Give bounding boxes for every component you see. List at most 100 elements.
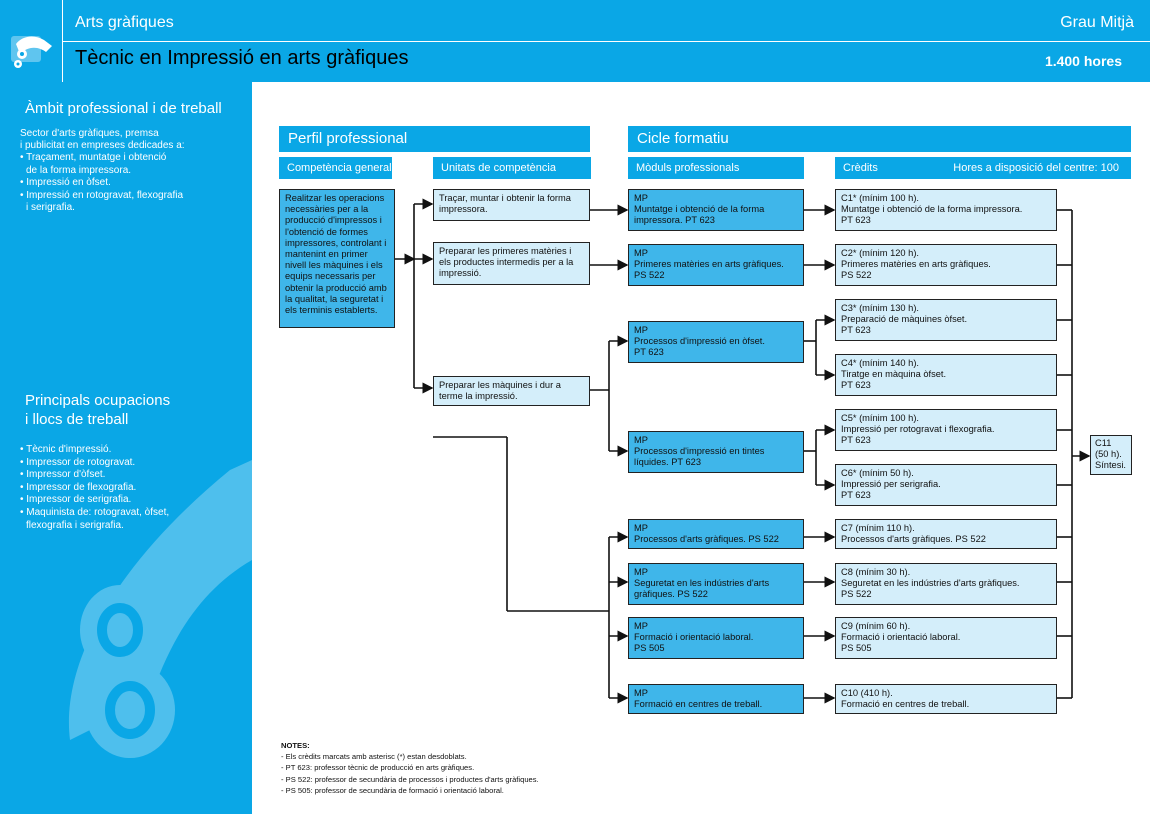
cicle-title: Cicle formatiu	[628, 126, 1131, 152]
list-item: • Impressió en rotogravat, flexografia	[20, 189, 184, 201]
modul-box: MP Processos d'impressió en tintes líqui…	[628, 431, 804, 473]
credit-line: Formació en centres de treball.	[841, 699, 970, 710]
credit-line: Formació i orientació laboral.	[841, 632, 961, 643]
modul-line: Formació en centres de treball.	[634, 699, 763, 710]
credit-box: C3* (mínim 130 h). Preparació de màquine…	[835, 299, 1057, 341]
sintesi-line: (50 h).	[1095, 449, 1122, 460]
modul-line: Processos d'arts gràfiques. PS 522	[634, 534, 779, 545]
credit-code: C8 (mínim 30 h).	[841, 567, 911, 577]
modul-box: MP Formació i orientació laboral. PS 505	[628, 617, 804, 659]
credit-code: C7 (mínim 110 h).	[841, 523, 915, 533]
hores-centre: Hores a disposició del centre: 100	[953, 162, 1119, 174]
paper-roll-illustration	[68, 460, 252, 758]
modul-box: MP Formació en centres de treball.	[628, 684, 804, 714]
moduls-header: Mòduls professionals	[628, 157, 804, 179]
list-item: flexografia i serigrafia.	[26, 519, 124, 531]
modul-line: Primeres matèries en arts gràfiques.	[634, 259, 784, 270]
unitat-box: Preparar les primeres matèries i els pro…	[433, 242, 590, 285]
credit-box: C9 (mínim 60 h). Formació i orientació l…	[835, 617, 1057, 659]
credit-line: PT 623	[841, 380, 871, 391]
list-item: de la forma impressora.	[26, 164, 132, 176]
sintesi-line: C11	[1095, 438, 1112, 448]
note-line: - PT 623: professor tècnic de producció …	[281, 763, 475, 773]
modul-box: MP Processos d'impressió en òfset. PT 62…	[628, 321, 804, 363]
credit-line: PS 522	[841, 270, 872, 281]
credit-code: C3* (mínim 130 h).	[841, 303, 920, 313]
modul-line: impressora. PT 623	[634, 215, 715, 226]
modul-code: MP	[634, 435, 648, 445]
modul-line: gràfiques. PS 522	[634, 589, 708, 600]
modul-code: MP	[634, 248, 648, 258]
credit-line: Impressió per rotogravat i flexografia.	[841, 424, 995, 435]
unitat-box: Traçar, muntar i obtenir la forma impres…	[433, 189, 590, 221]
sintesi-line: Síntesi.	[1095, 460, 1127, 471]
modul-line: PS 505	[634, 643, 665, 654]
modul-code: MP	[634, 325, 648, 335]
sintesi-box: C11 (50 h). Síntesi.	[1090, 435, 1132, 475]
credit-box: C7 (mínim 110 h). Processos d'arts gràfi…	[835, 519, 1057, 549]
modul-box: MP Processos d'arts gràfiques. PS 522	[628, 519, 804, 549]
credit-line: Impressió per serigrafia.	[841, 479, 941, 490]
ocupacions-list: • Tècnic d'impressió. • Impressor de rot…	[20, 444, 169, 532]
credit-code: C4* (mínim 140 h).	[841, 358, 920, 368]
modul-code: MP	[634, 523, 648, 533]
modul-code: MP	[634, 193, 648, 203]
modul-box: MP Seguretat en les indústries d'arts gr…	[628, 563, 804, 605]
logo	[0, 0, 62, 82]
list-item: • Impressor de flexografia.	[20, 481, 137, 493]
logo-divider	[62, 0, 63, 82]
credit-code: C2* (mínim 120 h).	[841, 248, 920, 258]
list-item: • Impressor d'òfset.	[20, 469, 106, 481]
credit-line: PS 505	[841, 643, 872, 654]
credit-box: C4* (mínim 140 h). Tiratge en màquina òf…	[835, 354, 1057, 396]
credit-code: C6* (mínim 50 h).	[841, 468, 914, 478]
credits-header: Crèdits Hores a disposició del centre: 1…	[835, 157, 1131, 179]
list-item: • Maquinista de: rotogravat, òfset,	[20, 506, 170, 518]
modul-code: MP	[634, 567, 648, 577]
list-item: • Impressor de rotogravat.	[20, 456, 136, 468]
ocupacions-title-line: Principals ocupacions	[25, 392, 171, 409]
competencia-box: Realitzar les operacions necessàries per…	[279, 189, 395, 328]
list-item: • Traçament, muntatge i obtenció	[20, 152, 167, 163]
ambit-title: Àmbit professional i de treball	[25, 100, 222, 117]
credit-line: PT 623	[841, 490, 871, 501]
credit-line: Preparació de màquines òfset.	[841, 314, 968, 325]
list-item: • Impressor de serigrafia.	[20, 494, 132, 506]
note-line: - PS 505: professor de secundària de for…	[281, 785, 504, 795]
sector-label: Arts gràfiques	[75, 14, 174, 31]
list-item: • Impressió en òfset.	[20, 177, 111, 189]
modul-code: MP	[634, 621, 648, 631]
sidebar	[0, 82, 252, 814]
credit-line: PS 522	[841, 589, 872, 600]
list-item: • Tècnic d'impressió.	[20, 444, 112, 455]
modul-box: MP Muntatge i obtenció de la forma impre…	[628, 189, 804, 231]
list-item: i serigrafia.	[26, 202, 75, 214]
modul-line: líquides. PT 623	[634, 457, 702, 468]
modul-line: Processos d'impressió en tintes	[634, 446, 765, 457]
credit-code: C1* (mínim 100 h).	[841, 193, 920, 203]
credit-box: C10 (410 h). Formació en centres de treb…	[835, 684, 1057, 714]
credit-code: C5* (mínim 100 h).	[841, 413, 920, 423]
credit-box: C5* (mínim 100 h). Impressió per rotogra…	[835, 409, 1057, 451]
note-line: - Els crèdits marcats amb asterisc (*) e…	[281, 752, 467, 762]
ambit-text-line: Sector d'arts gràfiques, premsa	[20, 128, 159, 139]
ocupacions-title-line: i llocs de treball	[25, 411, 129, 428]
competencia-header: Competència general	[279, 157, 392, 179]
ambit-text-line: i publicitat en empreses dedicades a:	[20, 140, 185, 151]
notes-title: NOTES:	[281, 741, 310, 750]
modul-line: Muntatge i obtenció de la forma	[634, 204, 765, 215]
credits-header-label: Crèdits	[843, 162, 878, 174]
credit-line: Muntatge i obtenció de la forma impresso…	[841, 204, 1023, 215]
ocupacions-title: Principals ocupacions i llocs de treball	[25, 391, 170, 429]
unitat-box: Preparar les màquines i dur a terme la i…	[433, 376, 590, 406]
credit-line: Tiratge en màquina òfset.	[841, 369, 947, 380]
credit-code: C10 (410 h).	[841, 688, 893, 698]
modul-line: PS 522	[634, 270, 665, 281]
ambit-list: • Traçament, muntatge i obtenció de la f…	[20, 152, 185, 215]
credit-line: Processos d'arts gràfiques. PS 522	[841, 534, 986, 545]
header-divider	[0, 41, 1150, 42]
credit-box: C2* (mínim 120 h). Primeres matèries en …	[835, 244, 1057, 286]
notes: NOTES: - Els crèdits marcats amb asteris…	[281, 740, 539, 796]
credit-line: Seguretat en les indústries d'arts gràfi…	[841, 578, 1020, 589]
